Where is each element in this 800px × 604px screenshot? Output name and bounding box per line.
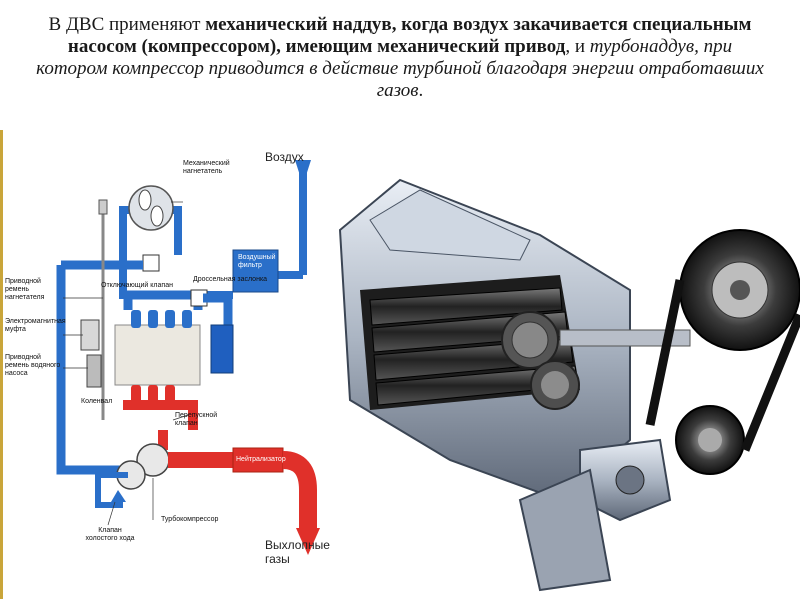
- heading-text-1: В ДВС применяют: [48, 14, 206, 35]
- schematic-drawing: [56, 160, 320, 555]
- water-pump-pulley-icon: [86, 354, 102, 388]
- air-filter-box: [232, 249, 279, 293]
- idle-valve-label: Клапан холостого хода: [85, 527, 135, 542]
- supercharger-schematic: Воздух Механический нагнетатель Воздушны…: [0, 130, 333, 599]
- exhaust-manifold: [123, 400, 198, 430]
- turbocompressor-label: Турбокомпрессор: [161, 516, 219, 523]
- drive-belt: [645, 279, 800, 452]
- mech-supercharger-label: Механический нагнетатель: [183, 160, 230, 175]
- neutralizer-label: Нейтрализатор: [236, 456, 286, 463]
- intercooler-box: [210, 324, 234, 374]
- drive-shaft: [559, 329, 691, 347]
- air-in-arrow-icon: [295, 160, 311, 185]
- slide-heading: В ДВС применяют механический наддув, ког…: [30, 14, 770, 102]
- supercharger-render: [338, 178, 800, 592]
- mech-supercharger-icon: [128, 185, 174, 231]
- heading-bold-mech: механический наддув, когда воздух закачи…: [67, 14, 752, 57]
- em-clutch-icon: [80, 319, 100, 351]
- supercharger-cutaway-image: [330, 140, 800, 599]
- em-clutch-label: Электромагнитная муфта: [5, 318, 66, 333]
- bypass-valve-label: Отключающий клапан: [101, 282, 173, 289]
- wastegate-label: Перепускной клапан: [175, 412, 218, 427]
- idle-valve-icon: [111, 490, 126, 502]
- crankshaft-label: Коленвал: [81, 398, 113, 405]
- heading-text-3: .: [418, 80, 424, 101]
- belt-supercharger-label: Приводной ремень нагнетателя: [5, 278, 45, 301]
- belt-water-pump-label: Приводной ремень водяного насоса: [5, 354, 61, 377]
- bypass-valve-icon: [142, 254, 160, 272]
- heading-italic-turbo: турбонаддув, при котором компрессор прив…: [36, 36, 764, 101]
- exhaust-out-arrow-icon: [296, 528, 320, 555]
- throttle-label: Дроссельная заслонка: [193, 276, 268, 283]
- exhaust-out-label: Выхлопные газы: [265, 538, 330, 566]
- air-filter-label: Воздушный фильтр: [238, 254, 276, 269]
- engine-block: [114, 324, 201, 386]
- air-in-label: Воздух: [265, 150, 304, 164]
- heading-text-2: , и: [565, 36, 590, 57]
